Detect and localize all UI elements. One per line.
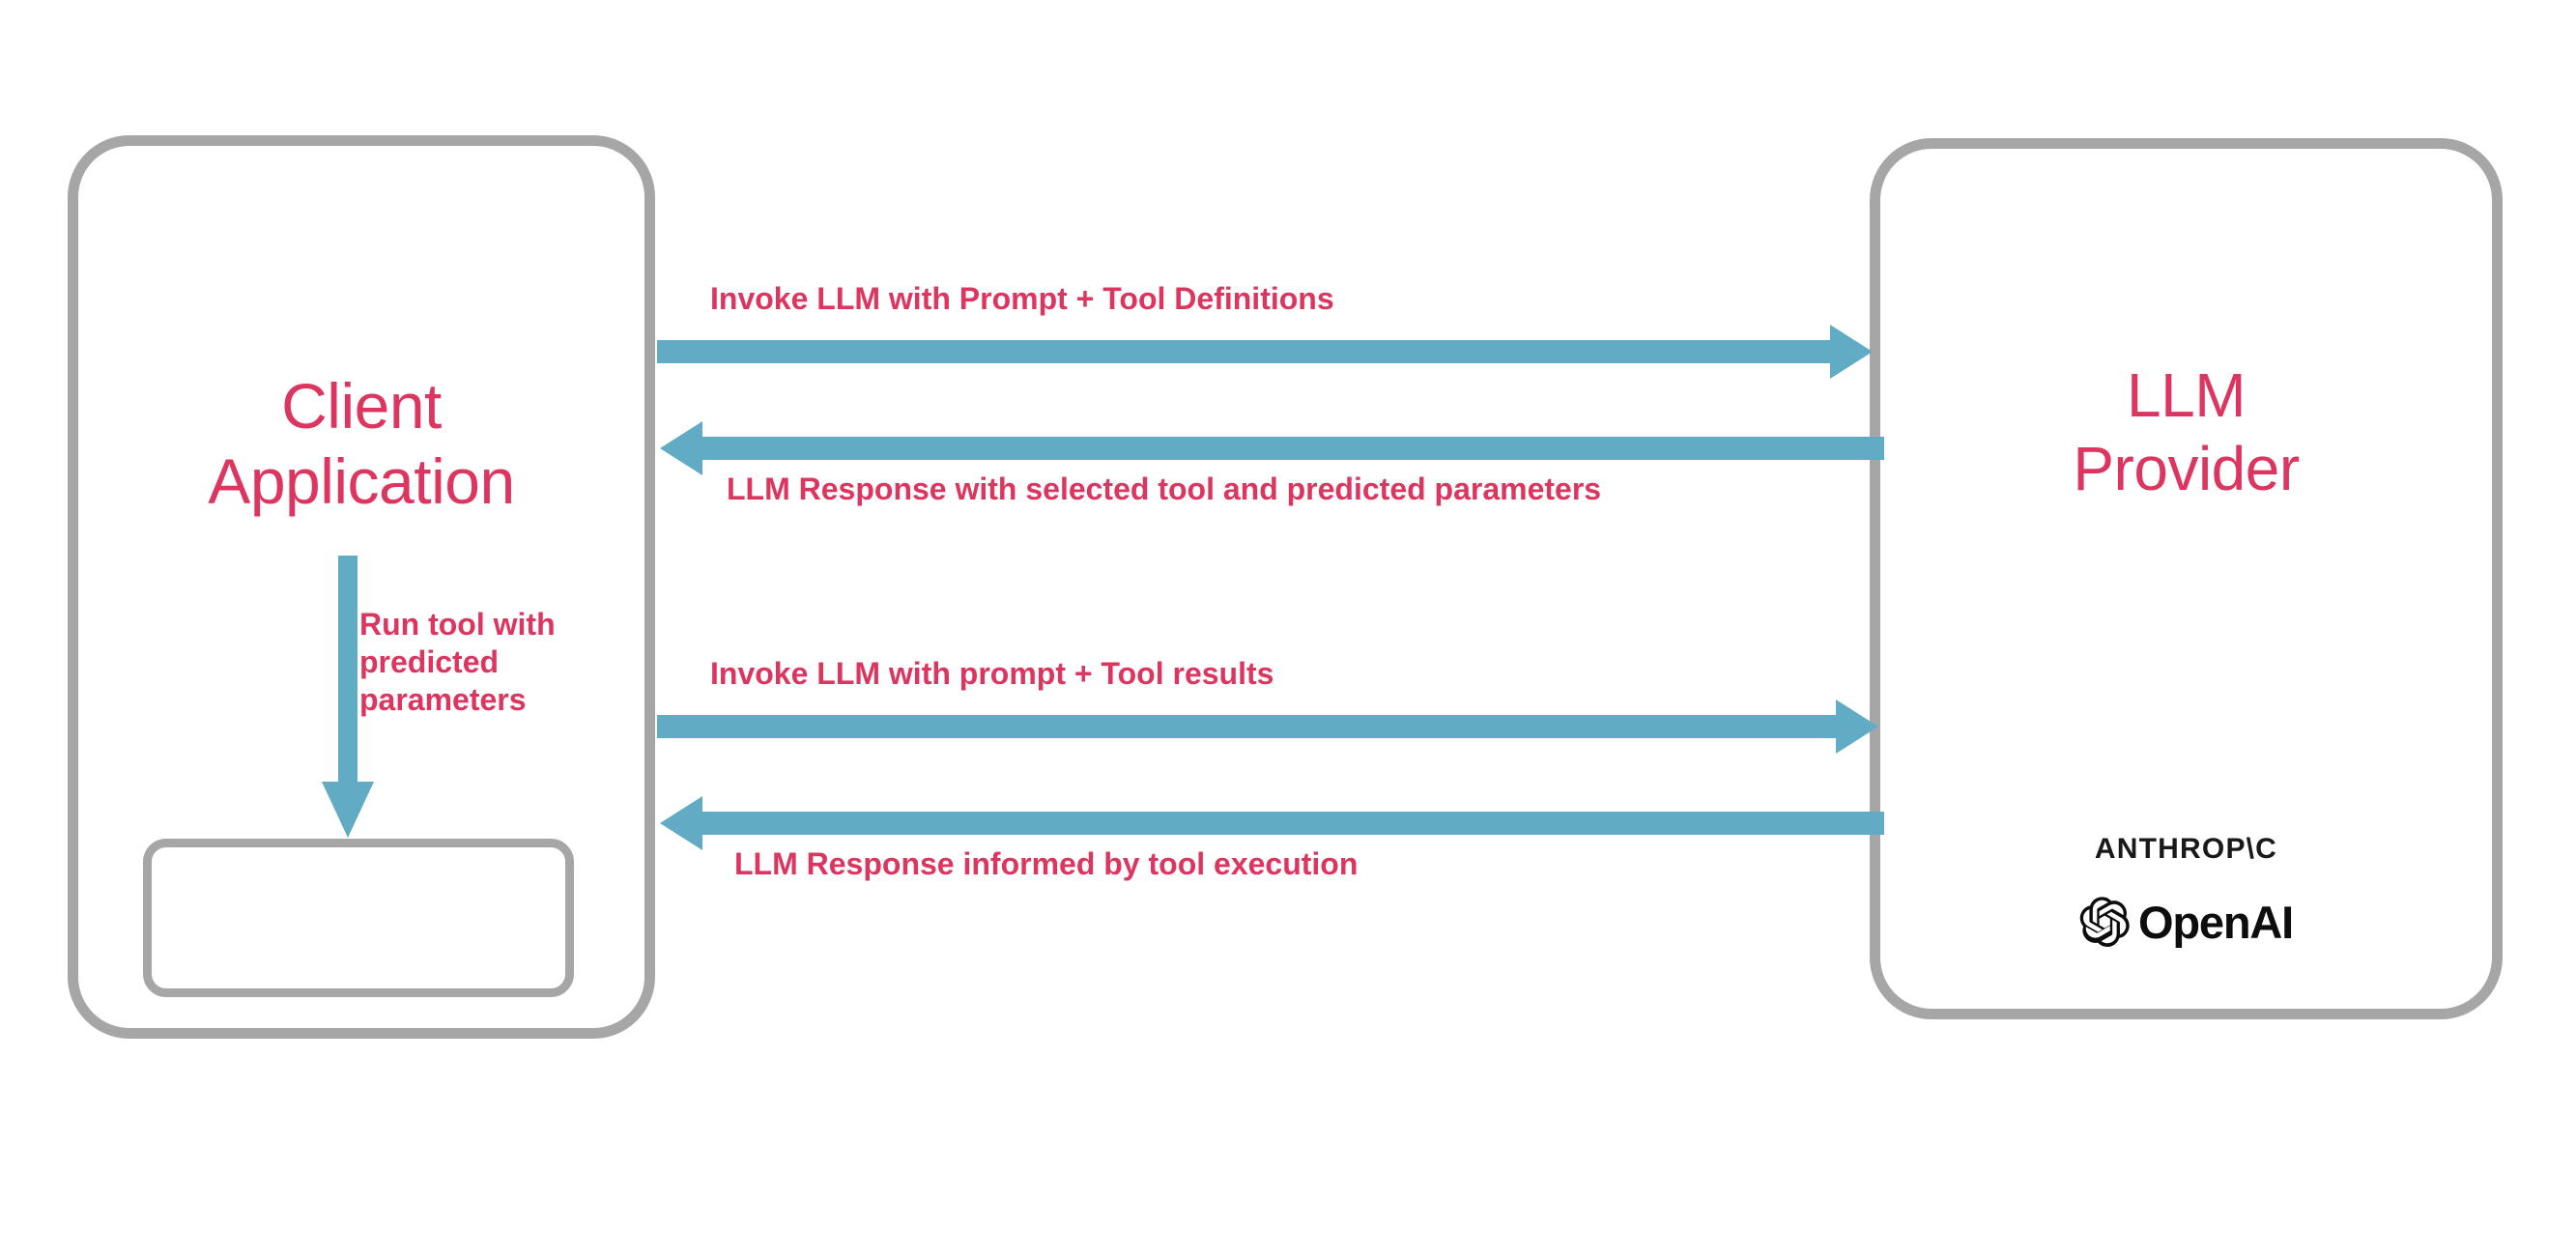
arrow-head-right-icon — [1830, 325, 1873, 379]
tools-box — [143, 839, 574, 997]
openai-logo: OpenAI — [1870, 897, 2503, 947]
llm-provider-label: LLM Provider — [2073, 360, 2300, 503]
openai-wordmark: OpenAI — [2138, 896, 2294, 948]
invoke-llm-tool-results-label: Invoke LLM with prompt + Tool results — [710, 656, 1274, 691]
llm-response-selected-tool-arrow — [660, 421, 1884, 475]
invoke-llm-prompt-tools-arrow — [657, 325, 1873, 379]
arrow-head-right-icon — [1836, 700, 1878, 754]
client-application-label: Client Application — [208, 370, 515, 517]
run-tool-arrow-shaft — [338, 556, 358, 784]
run-tool-arrow-label: Run tool with predicted parameters — [359, 607, 556, 718]
invoke-llm-prompt-tools-label: Invoke LLM with Prompt + Tool Definition… — [710, 281, 1334, 316]
arrow-head-left-icon — [660, 421, 702, 475]
run-tool-arrow — [322, 556, 374, 838]
llm-response-tool-execution-label: LLM Response informed by tool execution — [734, 846, 1359, 881]
arrow-shaft — [701, 437, 1884, 460]
arrow-shaft — [657, 340, 1832, 363]
invoke-llm-tool-results-arrow — [657, 700, 1878, 754]
llm-response-tool-execution-arrow — [660, 796, 1884, 850]
llm-response-selected-tool-label: LLM Response with selected tool and pred… — [727, 472, 1602, 506]
arrow-shaft — [657, 715, 1838, 738]
arrow-shaft — [701, 812, 1884, 835]
run-tool-arrow-head — [322, 782, 374, 838]
arrow-head-left-icon — [660, 796, 702, 850]
anthropic-logo: ANTHROP\C — [2094, 833, 2278, 865]
openai-knot-icon — [2079, 897, 2130, 947]
llm-provider-box — [1870, 138, 2503, 1019]
